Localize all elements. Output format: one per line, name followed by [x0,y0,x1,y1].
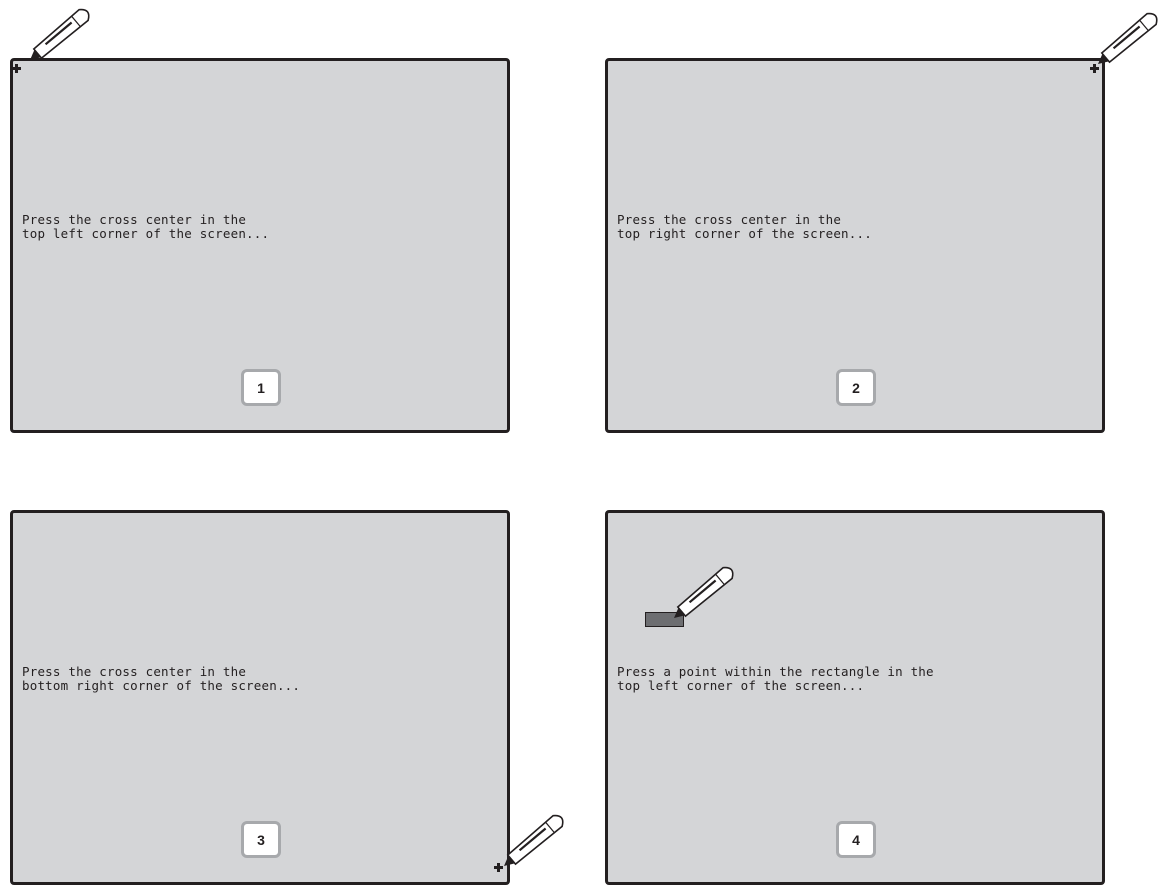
instruction-line-2: bottom right corner of the screen... [22,679,300,693]
instruction-line-1: Press a point within the rectangle in th… [617,665,934,679]
step-number-badge: 2 [836,369,876,406]
step-number-badge: 3 [241,821,281,858]
instruction-line-2: top left corner of the screen... [617,679,934,693]
stylus-pen-icon [498,802,578,882]
instruction-line-2: top right corner of the screen... [617,227,872,241]
calibration-screen-1: Press the cross center in the top left c… [10,58,510,433]
stylus-pen-icon [18,0,98,72]
calibration-screen-2: Press the cross center in the top right … [605,58,1105,433]
calibration-screen-3: Press the cross center in the bottom rig… [10,510,510,885]
step-number-badge: 1 [241,369,281,406]
stylus-pen-icon [1092,0,1159,70]
instruction-text: Press the cross center in the top left c… [22,213,269,241]
instruction-text: Press the cross center in the bottom rig… [22,665,300,693]
instruction-line-2: top left corner of the screen... [22,227,269,241]
stylus-pen-icon [668,554,748,634]
instruction-line-1: Press the cross center in the [22,213,269,227]
instruction-text: Press the cross center in the top right … [617,213,872,241]
instruction-text: Press a point within the rectangle in th… [617,665,934,693]
instruction-line-1: Press the cross center in the [22,665,300,679]
step-number-badge: 4 [836,821,876,858]
instruction-line-1: Press the cross center in the [617,213,872,227]
